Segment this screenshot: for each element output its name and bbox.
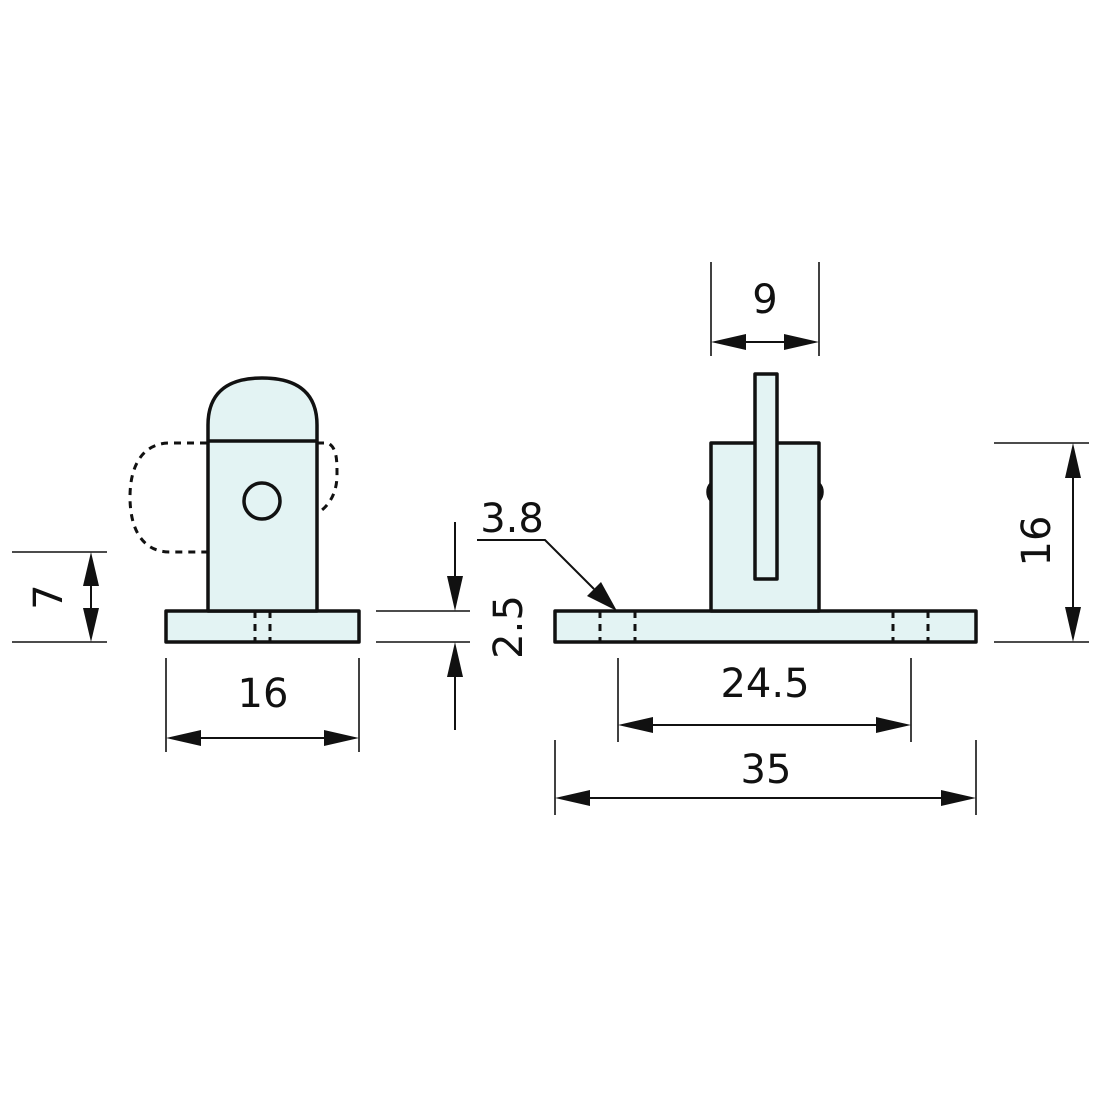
dimension-total-height: 16 — [994, 442, 1089, 643]
dimension-label: 35 — [741, 747, 792, 793]
front-view-post-bulge-left — [706, 482, 713, 502]
arrowhead — [324, 730, 359, 746]
arrowhead — [618, 717, 653, 733]
arrowhead — [83, 608, 99, 642]
dimension-label: 2.5 — [486, 595, 532, 659]
front-view — [553, 372, 978, 644]
side-view-swing-outline — [128, 441, 207, 554]
dimension-label: 24.5 — [720, 661, 809, 707]
arrowhead — [711, 334, 746, 350]
leader-line — [477, 539, 595, 590]
side-view-base-plate — [164, 609, 361, 644]
front-view-post-bulge-right — [817, 482, 824, 502]
dimension-label: 7 — [26, 584, 72, 609]
dimension-label: 16 — [238, 671, 289, 717]
dimension-total-length: 35 — [554, 740, 977, 815]
dimension-label: 3.8 — [480, 496, 544, 542]
arrowhead — [784, 334, 819, 350]
side-view-swing-outline-right — [317, 441, 339, 515]
side-view-hole — [242, 481, 282, 521]
dimension-hole-spacing: 24.5 — [617, 658, 912, 742]
dimension-label: 9 — [752, 277, 777, 323]
arrowhead — [83, 552, 99, 586]
dimension-label: 16 — [1014, 516, 1060, 567]
dimension-base-thickness: 2.5 — [376, 522, 532, 730]
arrowhead — [447, 576, 463, 611]
front-view-tab — [753, 372, 779, 581]
arrowhead — [447, 642, 463, 677]
dimension-post-width: 9 — [710, 262, 820, 356]
front-view-base-plate — [553, 609, 978, 644]
arrowhead — [587, 582, 617, 611]
dimension-side-height: 7 — [12, 551, 107, 643]
arrowhead — [876, 717, 911, 733]
arrowhead — [1065, 607, 1081, 642]
arrowhead — [941, 790, 976, 806]
arrowhead — [166, 730, 201, 746]
arrowhead — [1065, 443, 1081, 478]
arrowhead — [555, 790, 590, 806]
dimension-side-base-width: 16 — [165, 658, 360, 752]
dimension-hole-diameter: 3.8 — [477, 496, 617, 611]
side-view — [128, 376, 361, 644]
